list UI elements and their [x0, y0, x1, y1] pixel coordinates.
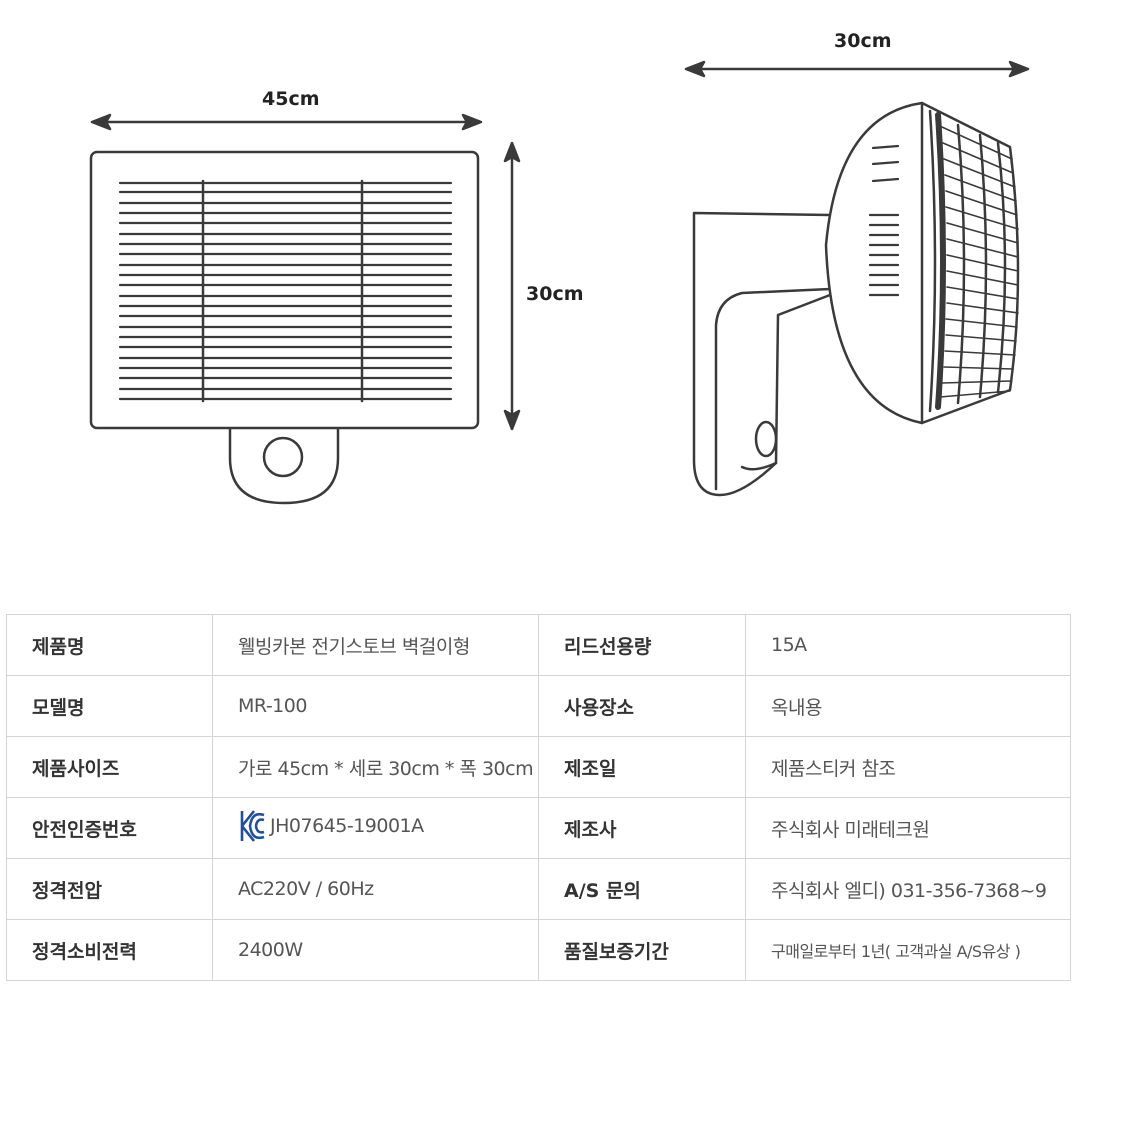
spec-label: 제품사이즈 [6, 736, 213, 798]
mount-tab [228, 425, 340, 505]
spec-label: 정격소비전력 [6, 919, 213, 981]
spec-row: 정격소비전력 2400W 품질보증기간 구매일로부터 1년( 고객과실 A/S유… [6, 919, 1071, 981]
spec-row: 제품명 웰빙카본 전기스토브 벽걸이형 리드선용량 15A [6, 614, 1071, 676]
front-view-diagram [89, 113, 521, 505]
spec-value: 주식회사 엘디) 031-356-7368~9 [745, 858, 1071, 920]
spec-value: 15A [745, 614, 1071, 676]
heater-panel [89, 150, 480, 430]
heater-dome [824, 101, 924, 425]
spec-label: 리드선용량 [538, 614, 746, 676]
front-width-label: 45cm [262, 88, 320, 110]
cert-number: JH07645-19001A [270, 814, 424, 837]
side-depth-label: 30cm [834, 30, 892, 52]
grille-lines [118, 181, 453, 401]
side-depth-arrow [684, 60, 1030, 78]
mount-hole [262, 436, 304, 478]
spec-row: 정격전압 AC220V / 60Hz A/S 문의 주식회사 엘디) 031-3… [6, 858, 1071, 920]
spec-table: 제품명 웰빙카본 전기스토브 벽걸이형 리드선용량 15A 모델명 MR-100… [6, 614, 1071, 981]
front-width-arrow [90, 113, 483, 131]
spec-value: AC220V / 60Hz [212, 858, 539, 920]
spec-label: 품질보증기간 [538, 919, 746, 981]
spec-row: 제품사이즈 가로 45cm * 세로 30cm * 폭 30cm 제조일 제품스… [6, 736, 1071, 798]
front-height-label: 30cm [526, 283, 584, 305]
spec-row: 안전인증번호 JH07645-19001A 제조사 주식회사 미래테크원 [6, 797, 1071, 859]
spec-label: 제품명 [6, 614, 213, 676]
spec-value: 주식회사 미래테크원 [745, 797, 1071, 859]
spec-row: 모델명 MR-100 사용장소 옥내용 [6, 675, 1071, 737]
side-vents [868, 144, 900, 297]
spec-value: MR-100 [212, 675, 539, 737]
spec-label: 사용장소 [538, 675, 746, 737]
spec-value: 제품스티커 참조 [745, 736, 1071, 798]
spec-label: A/S 문의 [538, 858, 746, 920]
kc-mark-icon [240, 809, 265, 842]
front-height-arrow [503, 141, 521, 431]
tilt-knob [754, 420, 778, 458]
spec-label: 제조사 [538, 797, 746, 859]
spec-value: 가로 45cm * 세로 30cm * 폭 30cm [212, 736, 539, 798]
spec-label: 제조일 [538, 736, 746, 798]
spec-value: 구매일로부터 1년( 고객과실 A/S유상 ) [745, 919, 1071, 981]
spec-label: 정격전압 [6, 858, 213, 920]
spec-value: 2400W [212, 919, 539, 981]
grille-frame [920, 101, 1020, 425]
spec-label: 안전인증번호 [6, 797, 213, 859]
spec-value-cert: JH07645-19001A [212, 797, 539, 859]
side-view-diagram [684, 60, 1030, 497]
spec-value: 옥내용 [745, 675, 1071, 737]
spec-label: 모델명 [6, 675, 213, 737]
wall-bracket [692, 211, 832, 497]
spec-value: 웰빙카본 전기스토브 벽걸이형 [212, 614, 539, 676]
